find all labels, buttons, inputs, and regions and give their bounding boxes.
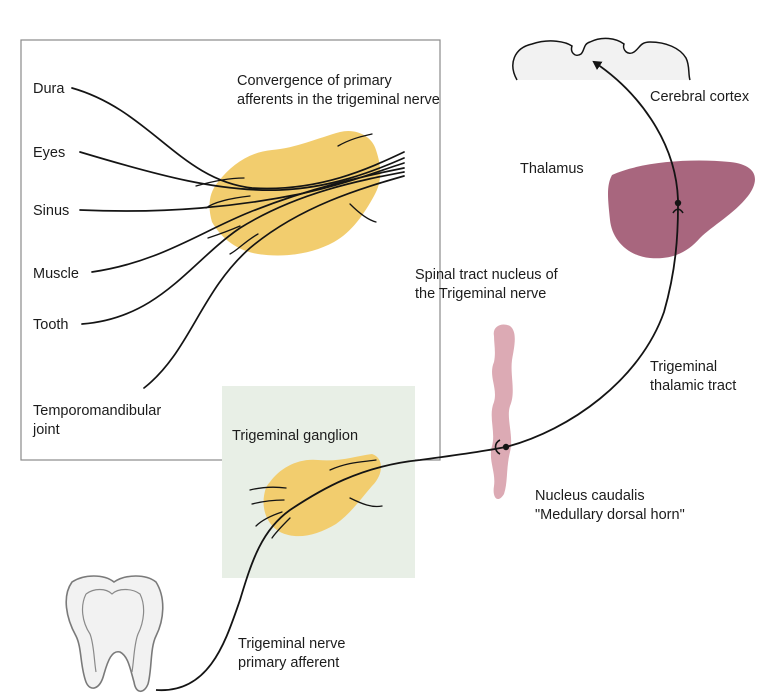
label-nucleus-caudalis: Nucleus caudalis "Medullary dorsal horn" (535, 487, 685, 525)
source-label-tmj: Temporomandibular joint (33, 402, 161, 440)
label-primary-afferent-line2: primary afferent (238, 654, 345, 673)
source-label-dura: Dura (33, 80, 64, 99)
source-label-tooth: Tooth (33, 316, 68, 335)
label-trigeminal-thalamic-line2: thalamic tract (650, 377, 736, 396)
source-label-tmj-line2: joint (33, 421, 161, 440)
thalamus-shape (608, 161, 755, 259)
source-label-muscle: Muscle (33, 265, 79, 284)
inset-ganglion-shape (210, 131, 381, 256)
label-spinal-tract-line2: the Trigeminal nerve (415, 285, 558, 304)
label-primary-afferent-line1: Trigeminal nerve (238, 635, 345, 654)
thalamus-synapse-dot (675, 200, 681, 206)
label-trigeminal-ganglion: Trigeminal ganglion (232, 427, 358, 446)
label-spinal-tract-line1: Spinal tract nucleus of (415, 266, 558, 285)
inset-title-line2: afferents in the trigeminal nerve (237, 91, 440, 110)
source-label-sinus: Sinus (33, 202, 69, 221)
label-thalamus: Thalamus (520, 160, 584, 179)
cerebral-cortex-outline (513, 38, 690, 80)
source-label-eyes: Eyes (33, 144, 65, 163)
label-nucleus-caudalis-line1: Nucleus caudalis (535, 487, 685, 506)
label-spinal-tract-nucleus: Spinal tract nucleus of the Trigeminal n… (415, 266, 558, 304)
tooth-icon (66, 576, 163, 691)
label-trigeminal-thalamic-tract: Trigeminal thalamic tract (650, 358, 736, 396)
label-primary-afferent: Trigeminal nerve primary afferent (238, 635, 345, 673)
label-trigeminal-thalamic-line1: Trigeminal (650, 358, 736, 377)
label-cerebral-cortex: Cerebral cortex (650, 88, 749, 107)
label-nucleus-caudalis-line2: "Medullary dorsal horn" (535, 506, 685, 525)
source-label-tmj-line1: Temporomandibular (33, 402, 161, 421)
spinal-nucleus-shape (491, 324, 515, 499)
inset-title: Convergence of primary afferents in the … (237, 72, 440, 110)
inset-title-line1: Convergence of primary (237, 72, 440, 91)
